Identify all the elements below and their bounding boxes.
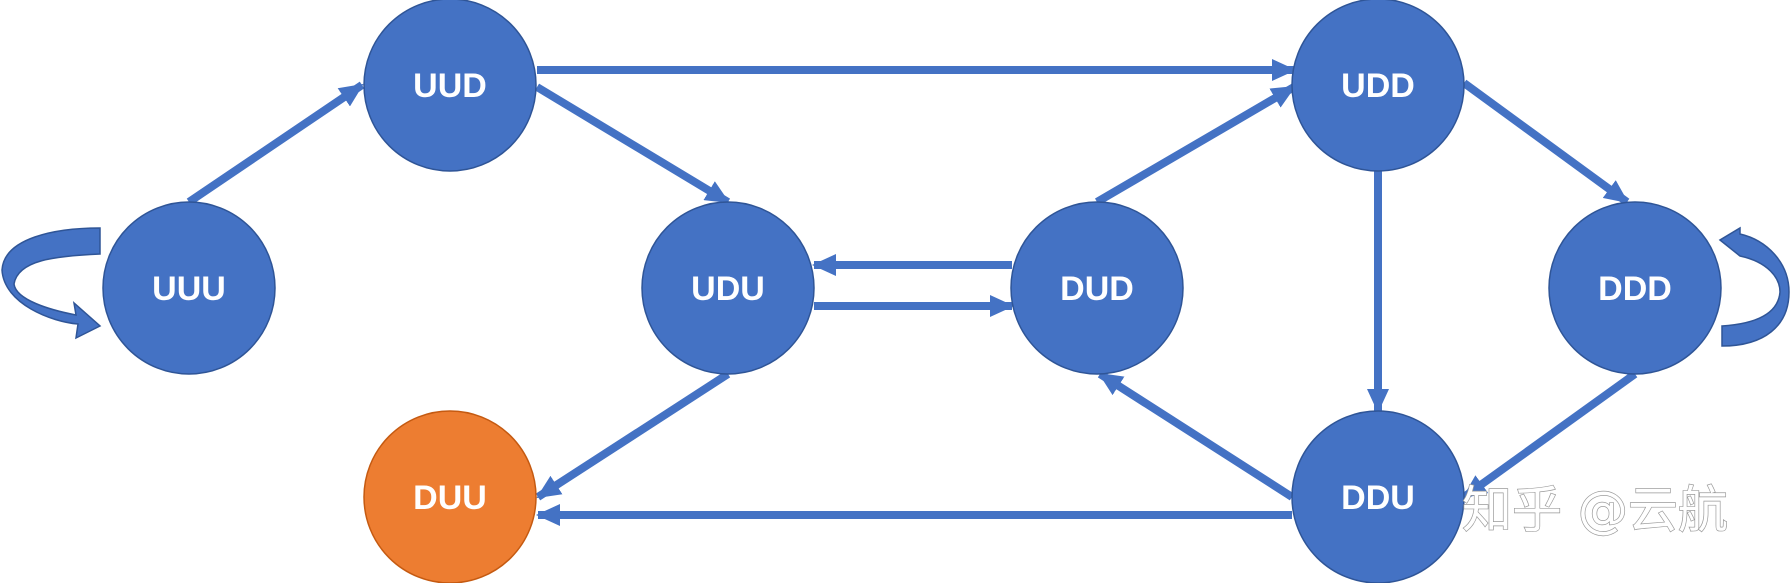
edge-dud-to-udd [1094, 83, 1297, 206]
node-dud: DUD [1010, 201, 1184, 375]
node-label: UUU [152, 270, 226, 308]
edge-udd-to-ddd [1461, 79, 1630, 206]
self-loop-ddd-arrow [1718, 226, 1790, 347]
node-label: DDD [1598, 270, 1672, 308]
edge-uud-to-udu [534, 83, 731, 206]
edge-uuu-to-uud [186, 81, 365, 206]
node-ddd: DDD [1548, 201, 1722, 375]
watermark: 知乎 @云航 [1462, 481, 1728, 539]
node-label: DUU [413, 479, 487, 517]
node-ddu: DDU [1291, 410, 1465, 583]
node-duu: DUU [363, 410, 537, 583]
node-udu: UDU [641, 201, 815, 375]
node-label: UDD [1341, 67, 1415, 105]
edges [186, 59, 1638, 526]
node-label: UDU [691, 270, 765, 308]
edge-ddd-to-ddu [1461, 370, 1638, 501]
node-label: DDU [1341, 479, 1415, 517]
node-uud: UUD [363, 0, 537, 172]
edge-udu-to-duu [535, 370, 731, 501]
nodes: UUU UUD UDU DUU DUD UDD DDU DDD [102, 0, 1722, 583]
node-label: DUD [1060, 270, 1134, 308]
node-udd: UDD [1291, 0, 1465, 172]
node-uuu: UUU [102, 201, 276, 375]
node-label: UUD [413, 67, 487, 105]
edge-ddu-to-dud [1097, 370, 1295, 501]
self-loop-uuu-arrow [1, 227, 102, 340]
